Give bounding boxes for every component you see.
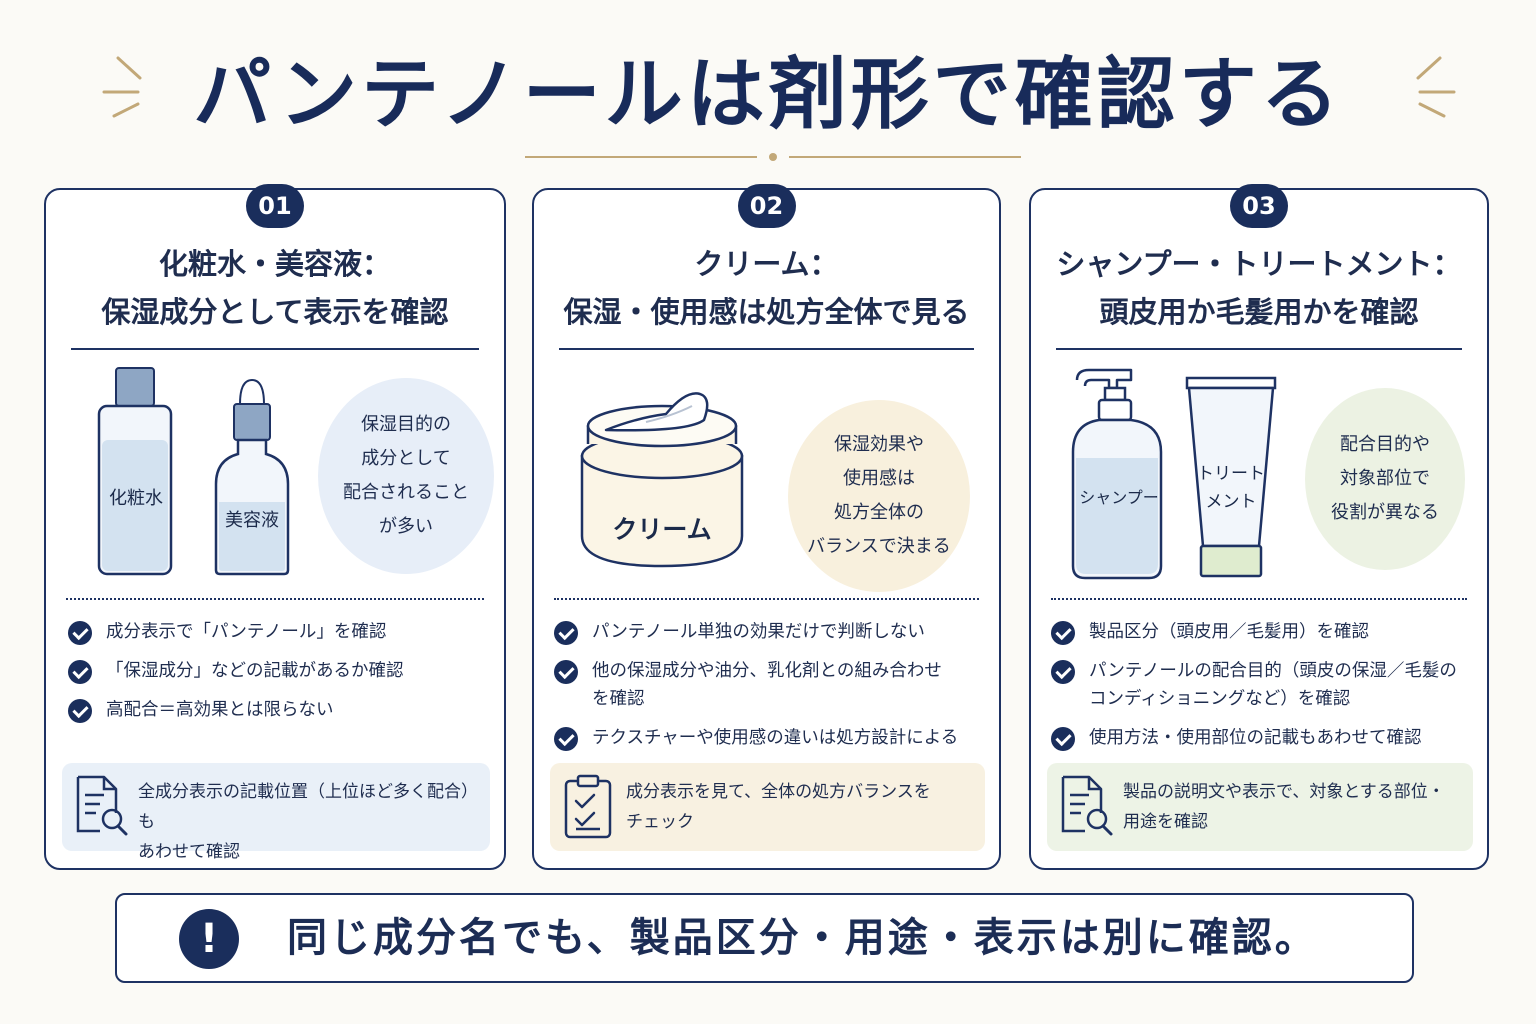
checklist-item: パンテノールの配合目的（頭皮の保湿／毛髪の コンディショニングなど）を確認 xyxy=(1051,657,1481,713)
illustration-toner-serum: 化粧水 美容液 保湿目的の 成分として 配合されること が多い xyxy=(46,360,504,590)
toner-bottle-icon xyxy=(97,367,173,576)
bubble-line: 役割が異なる xyxy=(1331,502,1439,523)
card-cream: 02 クリーム： 保湿・使用感は処方全体で見る クリーム 保湿効果や 使用感は … xyxy=(532,184,1001,870)
cream-jar-label: クリーム xyxy=(612,515,712,544)
bubble-line: が多い xyxy=(379,516,433,537)
bubble-line: 配合目的や xyxy=(1340,434,1430,455)
treatment-label: トリート メント xyxy=(1197,464,1265,512)
bubble-line: 保湿目的の xyxy=(361,414,451,435)
card-title-line1: シャンプー・トリートメント： xyxy=(1056,247,1462,281)
check-circle-icon xyxy=(1051,660,1075,684)
tip-box: 成分表示を見て、全体の処方バランスを チェック xyxy=(550,763,985,851)
decor-rays-left-icon xyxy=(102,56,142,118)
shampoo-pump-bottle-icon xyxy=(1071,368,1163,580)
checklist: パンテノール単独の効果だけで判断しない 他の保湿成分や油分、乳化剤との組み合わせ… xyxy=(554,618,989,763)
bubble-line: 使用感は xyxy=(842,468,915,489)
dotted-divider xyxy=(554,598,979,600)
card-title: クリーム： 保湿・使用感は処方全体で見る xyxy=(534,240,999,336)
treatment-tube-icon xyxy=(1185,376,1277,578)
tip-box: 全成分表示の記載位置（上位ほど多く配合）も あわせて確認 xyxy=(62,763,490,862)
check-circle-icon xyxy=(1051,727,1075,751)
bubble-line: 成分として xyxy=(361,448,451,469)
summary-text: 同じ成分名でも、製品区分・用途・表示は別に確認。 xyxy=(287,915,1318,961)
tip-text: 全成分表示の記載位置（上位ほど多く配合）も あわせて確認 xyxy=(138,782,478,862)
card-divider xyxy=(559,348,974,350)
card-number-badge: 01 xyxy=(246,184,304,228)
card-title-line1: 化粧水・美容液： xyxy=(158,247,391,281)
check-circle-icon xyxy=(68,660,92,684)
checklist-item: 成分表示で「パンテノール」を確認 xyxy=(68,618,494,646)
card-toner-serum: 01 化粧水・美容液： 保湿成分として表示を確認 化粧水 美容液 保湿目的の 成… xyxy=(44,184,506,870)
tip-text: 製品の説明文や表示で、対象とする部位・ 用途を確認 xyxy=(1123,782,1445,832)
tip-box: 製品の説明文や表示で、対象とする部位・ 用途を確認 xyxy=(1047,763,1473,851)
check-circle-icon xyxy=(554,621,578,645)
page-title: パンテノールは剤形で確認する xyxy=(193,50,1343,140)
checklist: 成分表示で「パンテノール」を確認 「保湿成分」などの記載があるか確認 高配合＝高… xyxy=(68,618,494,735)
clipboard-check-icon xyxy=(564,774,612,839)
serum-label: 美容液 xyxy=(225,510,279,531)
card-divider xyxy=(1056,348,1462,350)
info-bubble: 保湿目的の 成分として 配合されること が多い xyxy=(318,378,494,574)
document-search-icon xyxy=(1061,775,1113,836)
check-circle-icon xyxy=(1051,621,1075,645)
serum-bottle-icon xyxy=(214,378,290,576)
bubble-line: 配合されること xyxy=(343,482,469,503)
dotted-divider xyxy=(1051,598,1467,600)
checklist-item: 高配合＝高効果とは限らない xyxy=(68,696,494,724)
decor-rays-right-icon xyxy=(1416,56,1456,118)
checklist: 製品区分（頭皮用／毛髪用）を確認 パンテノールの配合目的（頭皮の保湿／毛髪の コ… xyxy=(1051,618,1481,763)
card-title-line1: クリーム： xyxy=(694,247,839,281)
summary-banner: ! 同じ成分名でも、製品区分・用途・表示は別に確認。 xyxy=(115,893,1414,983)
toner-label: 化粧水 xyxy=(109,488,163,509)
bubble-line: 処方全体の xyxy=(833,502,924,523)
checklist-item: 製品区分（頭皮用／毛髪用）を確認 xyxy=(1051,618,1481,646)
info-bubble: 配合目的や 対象部位で 役割が異なる xyxy=(1305,388,1465,570)
card-title-line2: 保湿・使用感は処方全体で見る xyxy=(563,295,970,329)
check-circle-icon xyxy=(554,660,578,684)
checklist-item: 他の保湿成分や油分、乳化剤との組み合わせ を確認 xyxy=(554,657,989,713)
checklist-item: 「保湿成分」などの記載があるか確認 xyxy=(68,657,494,685)
card-number-badge: 03 xyxy=(1230,184,1288,228)
card-title-line2: 保湿成分として表示を確認 xyxy=(101,295,449,329)
title-divider xyxy=(525,153,1021,161)
card-title-line2: 頭皮用か毛髪用かを確認 xyxy=(1099,295,1419,329)
card-number-badge: 02 xyxy=(737,184,796,228)
card-shampoo-treatment: 03 シャンプー・トリートメント： 頭皮用か毛髪用かを確認 シャンプー トリート… xyxy=(1029,184,1489,870)
exclamation-icon: ! xyxy=(179,909,239,969)
bubble-line: 対象部位で xyxy=(1340,468,1430,489)
tip-text: 成分表示を見て、全体の処方バランスを チェック xyxy=(626,782,931,832)
bubble-line: バランスで決まる xyxy=(807,536,951,557)
check-circle-icon xyxy=(68,699,92,723)
bubble-line: 保湿効果や xyxy=(833,434,924,455)
info-bubble: 保湿効果や 使用感は 処方全体の バランスで決まる xyxy=(788,400,970,592)
card-title: シャンプー・トリートメント： 頭皮用か毛髪用かを確認 xyxy=(1031,240,1487,336)
card-divider xyxy=(71,348,479,350)
check-circle-icon xyxy=(68,621,92,645)
cream-jar-icon xyxy=(580,392,744,568)
shampoo-label: シャンプー xyxy=(1079,488,1159,507)
illustration-cream: クリーム 保湿効果や 使用感は 処方全体の バランスで決まる xyxy=(534,360,999,592)
illustration-shampoo-treatment: シャンプー トリート メント 配合目的や 対象部位で 役割が異なる xyxy=(1031,360,1487,590)
card-title: 化粧水・美容液： 保湿成分として表示を確認 xyxy=(46,240,504,336)
checklist-item: パンテノール単独の効果だけで判断しない xyxy=(554,618,989,646)
check-circle-icon xyxy=(554,727,578,751)
checklist-item: 使用方法・使用部位の記載もあわせて確認 xyxy=(1051,724,1481,752)
checklist-item: テクスチャーや使用感の違いは処方設計による xyxy=(554,724,989,752)
dotted-divider xyxy=(66,598,484,600)
document-search-icon xyxy=(76,775,128,836)
